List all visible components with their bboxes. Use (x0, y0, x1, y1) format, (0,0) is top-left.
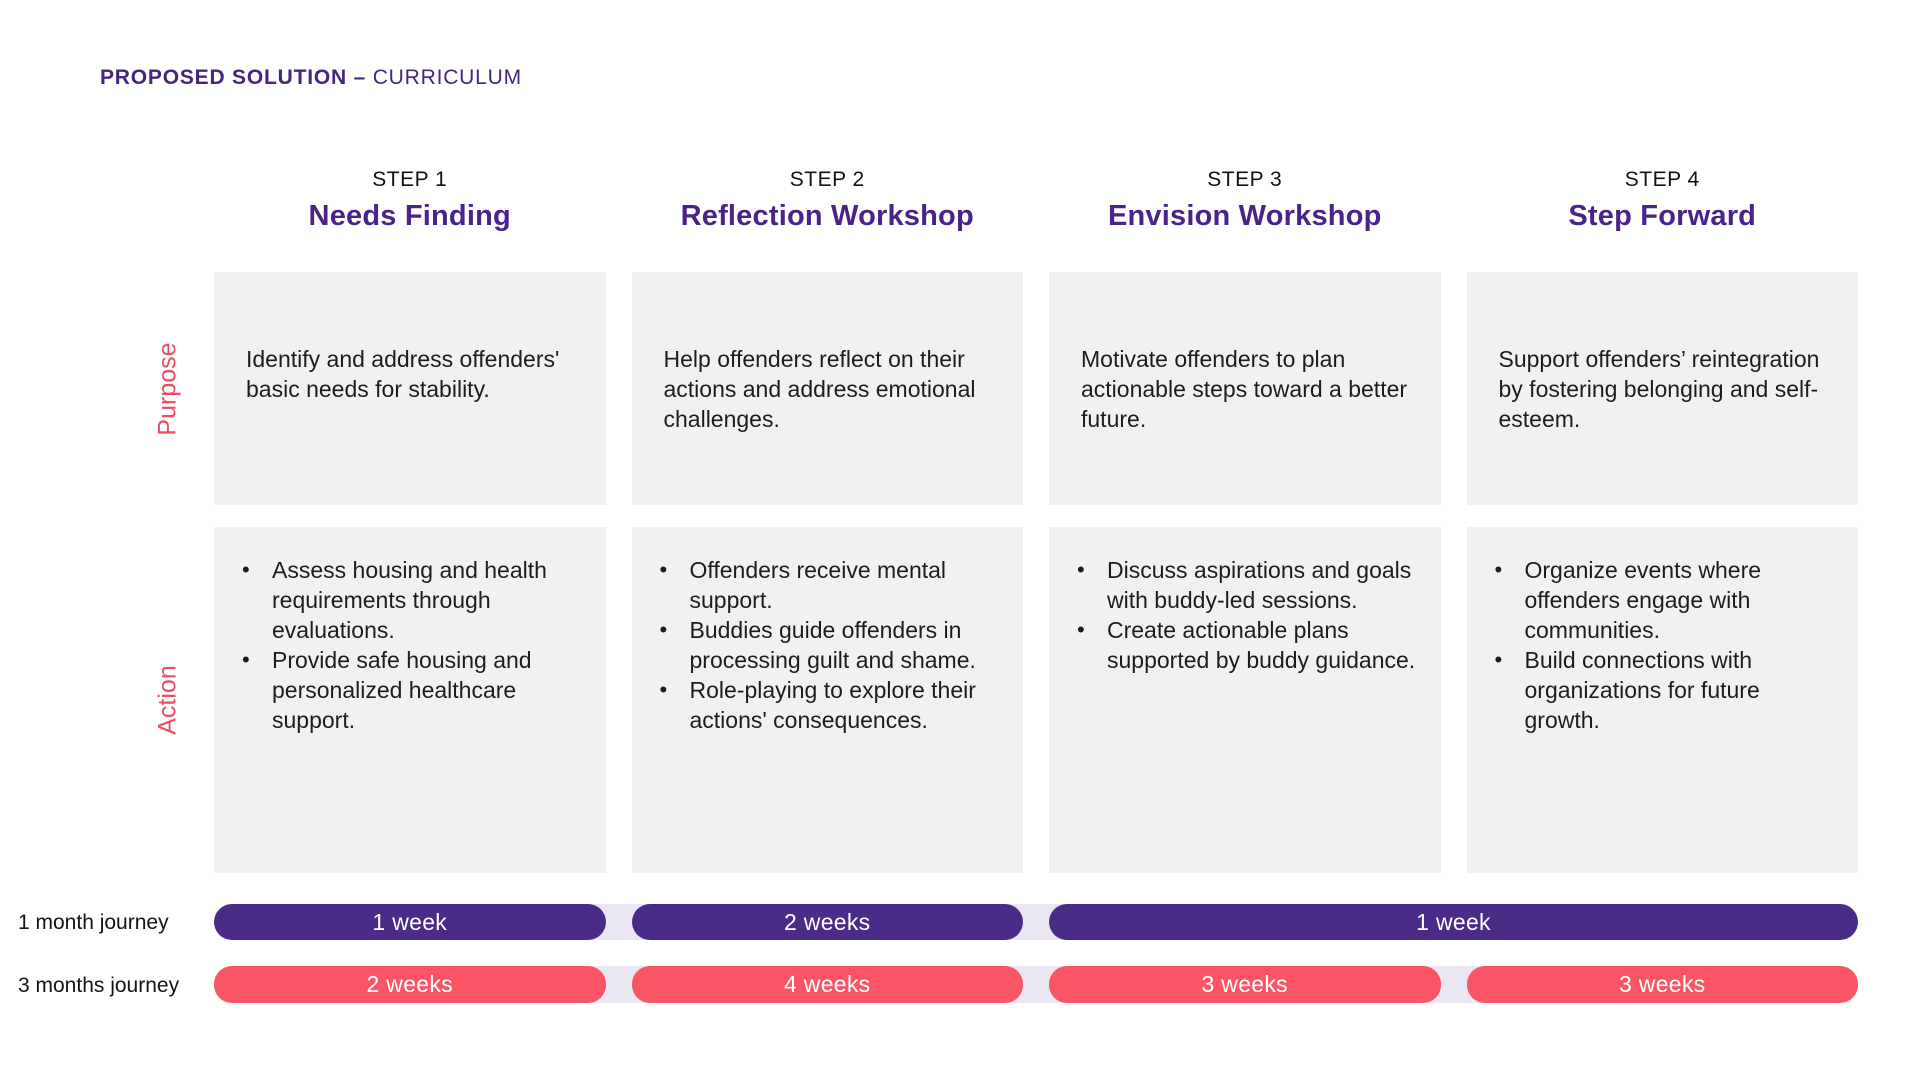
step-header-1: STEP 1 Needs Finding (214, 168, 606, 233)
action-item: Create actionable plans supported by bud… (1049, 615, 1421, 675)
row-label-purpose: Purpose (153, 342, 182, 436)
action-row: Assess housing and health requirements t… (214, 527, 1858, 873)
step-headers-row: STEP 1 Needs Finding STEP 2 Reflection W… (214, 168, 1858, 233)
action-box-1: Assess housing and health requirements t… (214, 527, 606, 873)
purpose-box-1: Identify and address offenders' basic ne… (214, 272, 606, 505)
action-list-1: Assess housing and health requirements t… (214, 555, 586, 735)
timeline-pill: 2 weeks (214, 966, 606, 1003)
action-item: Assess housing and health requirements t… (214, 555, 586, 645)
timeline-label-3-months: 3 months journey (18, 974, 180, 997)
timeline-pill: 4 weeks (631, 966, 1023, 1003)
purpose-box-2: Help offenders reflect on their actions … (631, 272, 1023, 505)
purpose-text-1: Identify and address offenders' basic ne… (246, 346, 560, 402)
purpose-box-4: Support offenders’ reintegration by fost… (1466, 272, 1858, 505)
step-title-1: Needs Finding (308, 200, 511, 232)
row-label-action: Action (153, 665, 182, 735)
purpose-text-4: Support offenders’ reintegration by fost… (1498, 346, 1820, 432)
action-box-3: Discuss aspirations and goals with buddy… (1049, 527, 1441, 873)
step-label-2: STEP 2 (789, 168, 865, 191)
timeline-pill: 2 weeks (631, 904, 1023, 940)
timeline-pill: 3 weeks (1049, 966, 1441, 1003)
action-box-4: Organize events where offenders engage w… (1466, 527, 1858, 873)
purpose-text-3: Motivate offenders to plan actionable st… (1081, 346, 1408, 432)
timeline-pill: 3 weeks (1466, 966, 1858, 1003)
purpose-row: Identify and address offenders' basic ne… (214, 272, 1858, 505)
step-header-2: STEP 2 Reflection Workshop (632, 168, 1024, 233)
action-item: Offenders receive mental support. (632, 555, 1004, 615)
timeline-label-1-month: 1 month journey (18, 911, 169, 934)
action-item: Role-playing to explore their actions' c… (632, 675, 1004, 735)
page-title: PROPOSED SOLUTION – CURRICULUM (100, 66, 522, 90)
action-box-2: Offenders receive mental support. Buddie… (631, 527, 1023, 873)
step-header-4: STEP 4 Step Forward (1467, 168, 1859, 233)
action-list-4: Organize events where offenders engage w… (1467, 555, 1839, 735)
step-label-4: STEP 4 (1624, 168, 1700, 191)
timeline-pill: 1 week (214, 904, 606, 940)
action-item: Discuss aspirations and goals with buddy… (1049, 555, 1421, 615)
action-list-2: Offenders receive mental support. Buddie… (632, 555, 1004, 735)
timeline-1-month-row: 1 week 2 weeks 1 week (214, 904, 1858, 940)
step-label-3: STEP 3 (1207, 168, 1283, 191)
timeline-pill: 1 week (1049, 904, 1858, 940)
page-title-light: CURRICULUM (366, 66, 522, 89)
action-item: Provide safe housing and personalized he… (214, 645, 586, 735)
action-item: Organize events where offenders engage w… (1467, 555, 1839, 645)
purpose-text-2: Help offenders reflect on their actions … (663, 346, 976, 432)
step-header-3: STEP 3 Envision Workshop (1049, 168, 1441, 233)
step-title-4: Step Forward (1568, 200, 1757, 232)
action-item: Build connections with organizations for… (1467, 645, 1839, 735)
timeline-3-months-row: 2 weeks 4 weeks 3 weeks 3 weeks (214, 966, 1858, 1003)
action-list-3: Discuss aspirations and goals with buddy… (1049, 555, 1421, 675)
purpose-box-3: Motivate offenders to plan actionable st… (1049, 272, 1441, 505)
step-title-3: Envision Workshop (1107, 200, 1382, 232)
page-title-bold: PROPOSED SOLUTION – (100, 66, 367, 89)
action-item: Buddies guide offenders in processing gu… (632, 615, 1004, 675)
step-label-1: STEP 1 (372, 168, 448, 191)
step-title-2: Reflection Workshop (680, 200, 974, 232)
